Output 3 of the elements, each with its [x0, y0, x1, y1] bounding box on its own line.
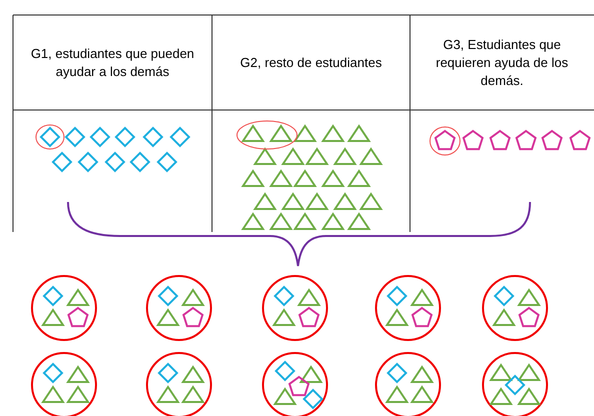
column-header: G2, resto de estudiantes [240, 54, 382, 72]
column-header: G3, Estudiantes que requieren ayuda de los demás. [434, 36, 570, 90]
column-header: G1, estudiantes que pueden ayudar a los demás [30, 44, 196, 80]
